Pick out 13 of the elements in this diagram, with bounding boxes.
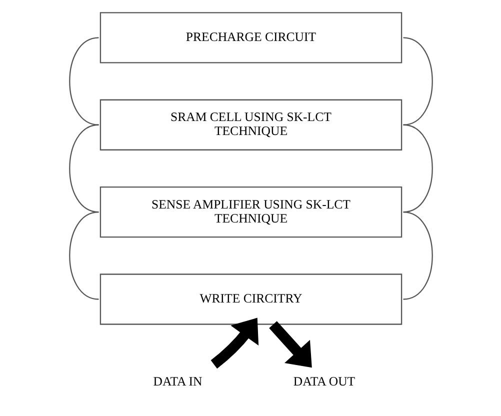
connector	[402, 37, 432, 126]
connector	[68, 37, 98, 126]
node-box: PRECHARGE CIRCUIT	[99, 12, 402, 64]
node-box: SENSE AMPLIFIER USING SK-LCT TECHNIQUE	[99, 186, 402, 238]
connector	[402, 212, 432, 300]
connector	[68, 212, 98, 300]
arrow	[210, 318, 258, 369]
connector	[68, 124, 98, 213]
node-text: DATA IN	[152, 374, 202, 389]
node-box: WRITE CIRCITRY	[99, 274, 402, 325]
node-box: SRAM CELL USING SK-LCT TECHNIQUE	[99, 99, 402, 150]
node-text: DATA OUT	[292, 374, 355, 389]
connector	[402, 124, 432, 213]
